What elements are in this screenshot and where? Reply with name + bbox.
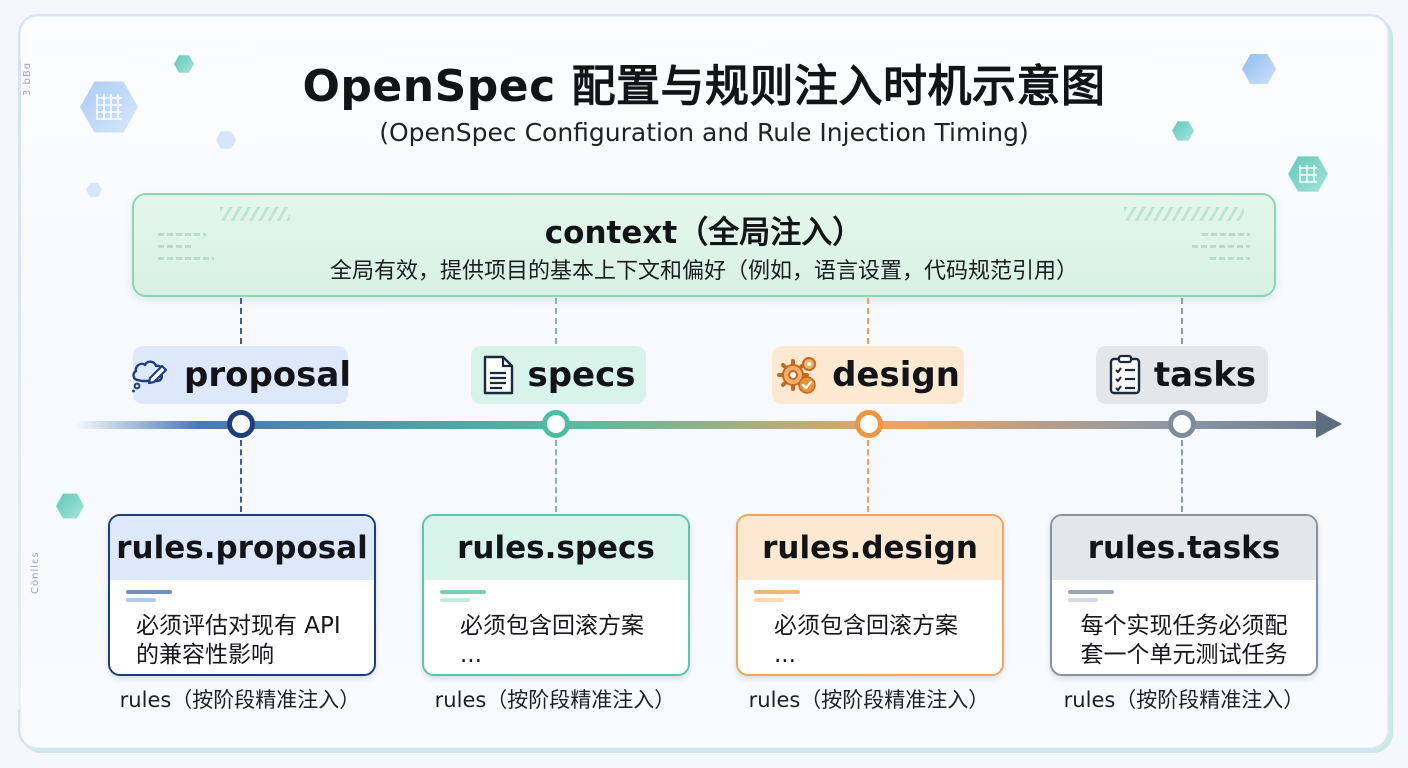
stage-tasks: tasks	[1096, 346, 1268, 404]
connector-line	[1181, 298, 1183, 344]
timeline-node-proposal	[227, 410, 255, 438]
rule-caption: rules（按阶段精准注入）	[434, 688, 676, 712]
decorative-dots	[1210, 257, 1250, 260]
decorative-dots	[158, 245, 192, 248]
rule-card-title: rules.proposal	[110, 516, 374, 580]
rule-card-tasks: rules.tasks 每个实现任务必须配 套一个单元测试任务	[1050, 514, 1318, 676]
timeline-node-design	[855, 410, 883, 438]
rule-card-title: rules.tasks	[1052, 516, 1316, 580]
decorative-bars	[440, 590, 486, 606]
context-description: 全局有效，提供项目的基本上下文和偏好（例如，语言设置，代码规范引用）	[329, 259, 1078, 284]
decorative-dots	[1192, 245, 1250, 248]
timeline-node-specs	[542, 410, 570, 438]
rule-card-title: rules.design	[738, 516, 1002, 580]
rule-caption: rules（按阶段精准注入）	[119, 688, 361, 712]
connector-line	[240, 298, 242, 344]
hexagon-decoration	[216, 131, 236, 149]
document-icon	[484, 355, 514, 395]
rule-caption: rules（按阶段精准注入）	[748, 688, 990, 712]
rule-caption: rules（按阶段精准注入）	[1063, 688, 1305, 712]
stage-label-text: tasks	[1153, 355, 1257, 395]
frame-accent	[18, 60, 21, 710]
connector-line	[240, 440, 242, 512]
connector-line	[867, 440, 869, 512]
rule-card-body: 必须包含回滚方案 ...	[774, 613, 958, 668]
decorative-bars	[1068, 590, 1114, 606]
stage-proposal: proposal	[132, 346, 351, 404]
rule-card-body: 每个实现任务必须配 套一个单元测试任务	[1080, 613, 1288, 668]
decorative-bars	[754, 590, 800, 606]
connector-line	[867, 298, 869, 344]
rule-card-body: 必须包含回滚方案 ...	[460, 613, 644, 668]
context-title: context（全局注入）	[544, 215, 864, 251]
thought-bubble-pencil-icon	[132, 360, 168, 393]
stage-specs: specs	[471, 346, 646, 404]
stage-label-text: design	[832, 355, 960, 395]
connector-line	[555, 298, 557, 344]
rule-card-body: 必须评估对现有 API 的兼容性影响	[136, 613, 341, 668]
connector-line	[555, 440, 557, 512]
stage-design: design	[772, 346, 964, 404]
decorative-dots	[158, 257, 214, 260]
stage-label-text: specs	[527, 355, 636, 395]
timeline-node-tasks	[1168, 410, 1196, 438]
decorative-dots	[1202, 233, 1250, 236]
stage-label-text: proposal	[184, 355, 351, 395]
connector-line	[1181, 440, 1183, 512]
checklist-icon	[1109, 354, 1141, 395]
decorative-bars	[126, 590, 172, 606]
rule-card-specs: rules.specs 必须包含回滚方案 ...	[422, 514, 690, 676]
hexagon-decoration	[1172, 121, 1194, 141]
context-box: context（全局注入） 全局有效，提供项目的基本上下文和偏好（例如，语言设置…	[132, 193, 1276, 297]
timeline-arrowhead	[1316, 410, 1342, 438]
rule-card-title: rules.specs	[424, 516, 688, 580]
hexagon-decoration	[86, 182, 102, 198]
hexagon-decoration	[174, 55, 194, 73]
timeline-axis	[75, 421, 1325, 429]
rule-card-proposal: rules.proposal 必须评估对现有 API 的兼容性影响	[108, 514, 376, 676]
gears-icon	[777, 357, 817, 394]
side-decor-text: Cönllɛs	[30, 551, 41, 594]
page-subtitle: (OpenSpec Configuration and Rule Injecti…	[379, 118, 1029, 147]
decorative-stripes	[1124, 207, 1244, 221]
decorative-stripes	[220, 207, 290, 221]
page-title: OpenSpec 配置与规则注入时机示意图	[302, 61, 1106, 112]
decorative-dots	[158, 233, 206, 236]
rule-card-design: rules.design 必须包含回滚方案 ...	[736, 514, 1004, 676]
